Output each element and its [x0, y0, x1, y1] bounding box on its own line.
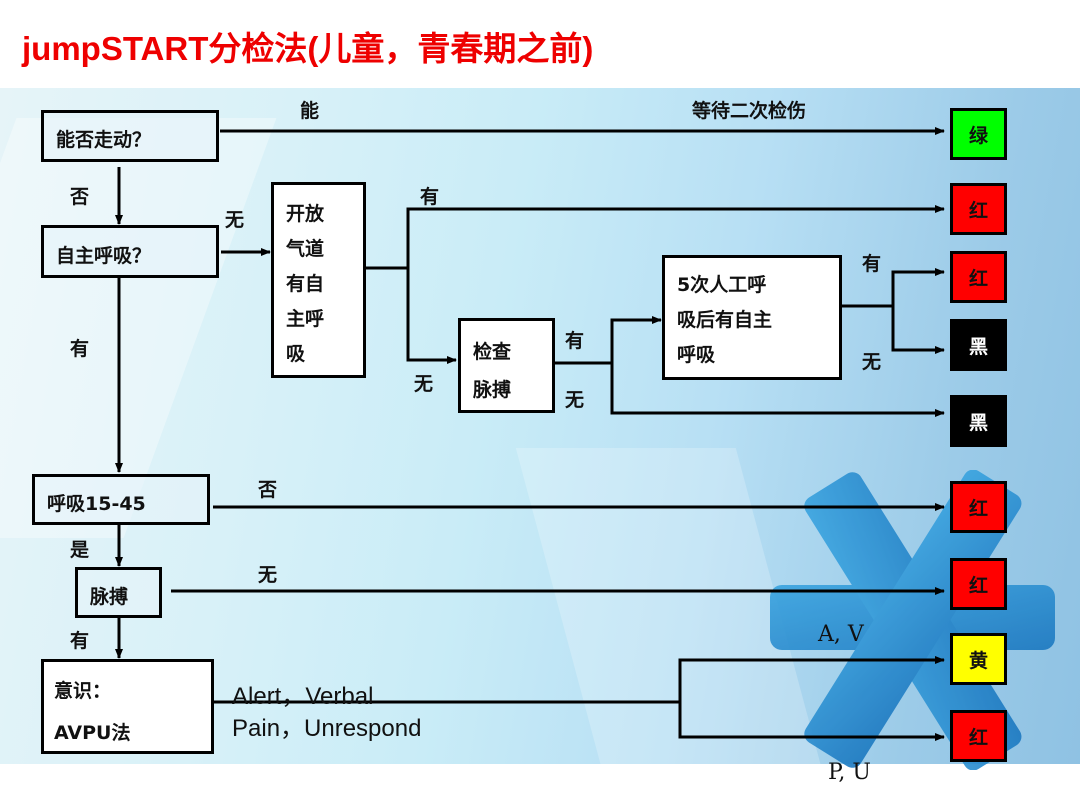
page-title: jumpSTART分检法(儿童，青春期之前) [22, 30, 594, 67]
edge-label-rescue-yes: 有 [862, 253, 882, 275]
node-check-pulse: 检查 脉搏 [458, 318, 555, 413]
node-pulse: 脉搏 [75, 567, 162, 618]
node-open-airway-line: 主呼 [286, 308, 325, 330]
triage-tag-red: 红 [950, 183, 1007, 235]
arrow-avpu-av-yellow [678, 656, 945, 702]
node-open-airway-line: 吸 [286, 343, 306, 365]
edge-label-breathing-yes: 有 [70, 338, 90, 360]
triage-tag-label: 黑 [968, 411, 988, 434]
triage-tag-red: 红 [950, 251, 1007, 303]
arrow-pulsecheck-yes [610, 316, 662, 363]
edge-label-pulsecheck-yes: 有 [565, 330, 585, 352]
edge-label-breathing-none: 无 [225, 209, 245, 231]
arrow-rescue-no-black [891, 306, 945, 354]
triage-tag-green: 绿 [950, 108, 1007, 160]
triage-tag-label: 红 [968, 199, 988, 222]
node-rescue-breaths-line: 吸后有自主 [677, 309, 773, 331]
edge-label-pulsecheck-no: 无 [565, 389, 585, 411]
edge-label-walk-no: 否 [70, 186, 90, 208]
arrow-rescue-yes-red [891, 268, 945, 306]
avpu-options-alert-verbal: Alert，Verbal [232, 683, 374, 710]
node-avpu-line: 意识： [54, 680, 112, 702]
node-can-walk: 能否走动？ [41, 110, 219, 162]
avpu-options-pain-unrespond: Pain，Unrespond [232, 715, 422, 742]
node-avpu: 意识： AVPU法 [41, 659, 214, 754]
edge-label-pulse-none: 无 [258, 564, 278, 586]
node-check-pulse-line: 检查 [473, 341, 512, 363]
node-rescue-breaths: 5次人工呼 吸后有自主 呼吸 [662, 255, 842, 380]
triage-tag-yellow: 黄 [950, 633, 1007, 685]
triage-tag-label: 红 [968, 574, 988, 597]
triage-tag-red: 红 [950, 558, 1007, 610]
triage-tag-label: 红 [968, 267, 988, 290]
node-pulse-label: 脉搏 [90, 586, 129, 608]
triage-tag-label: 黑 [968, 335, 988, 358]
node-avpu-line: AVPU法 [54, 722, 131, 744]
node-open-airway-line: 有自 [286, 273, 325, 295]
edge-label-wait-secondary: 等待二次检伤 [692, 100, 807, 122]
edge-label-walk-yes: 能 [300, 100, 320, 122]
arrow-airway-no-pulse [406, 268, 457, 364]
node-check-pulse-line: 脉搏 [473, 379, 512, 401]
edge-label-rescue-no: 无 [862, 351, 882, 373]
triage-tag-red: 红 [950, 481, 1007, 533]
arrow-avpu-pu-red [678, 702, 945, 741]
node-rescue-breaths-line: 呼吸 [677, 344, 716, 366]
node-spontaneous-breathing-label: 自主呼吸？ [56, 245, 152, 267]
triage-tag-black: 黑 [950, 395, 1007, 447]
node-open-airway-line: 开放 [286, 203, 325, 225]
node-open-airway: 开放 气道 有自 主呼 吸 [271, 182, 366, 378]
edge-label-rr-no: 否 [258, 479, 278, 501]
triage-tag-label: 黄 [968, 649, 988, 672]
edge-label-pu: P, U [828, 760, 871, 785]
edge-label-pulse-yes: 有 [70, 630, 90, 652]
edge-label-rr-yes: 是 [70, 539, 90, 561]
edge-label-airway-no: 无 [414, 373, 434, 395]
edge-label-av: A, V [818, 622, 864, 647]
arrow-airway-yes-red [406, 205, 945, 268]
node-open-airway-line: 气道 [286, 238, 325, 260]
node-can-walk-label: 能否走动？ [56, 129, 152, 151]
node-respiratory-rate-label: 呼吸15-45 [47, 493, 146, 515]
triage-tag-label: 红 [968, 726, 988, 749]
triage-tag-label: 绿 [968, 124, 988, 147]
triage-tag-black: 黑 [950, 319, 1007, 371]
node-respiratory-rate: 呼吸15-45 [32, 474, 210, 525]
triage-tag-label: 红 [968, 497, 988, 520]
arrow-pulsecheck-no-black [610, 363, 945, 417]
edge-label-airway-yes: 有 [420, 186, 440, 208]
node-rescue-breaths-line: 5次人工呼 [677, 274, 767, 296]
node-spontaneous-breathing: 自主呼吸？ [41, 225, 219, 278]
triage-tag-red: 红 [950, 710, 1007, 762]
